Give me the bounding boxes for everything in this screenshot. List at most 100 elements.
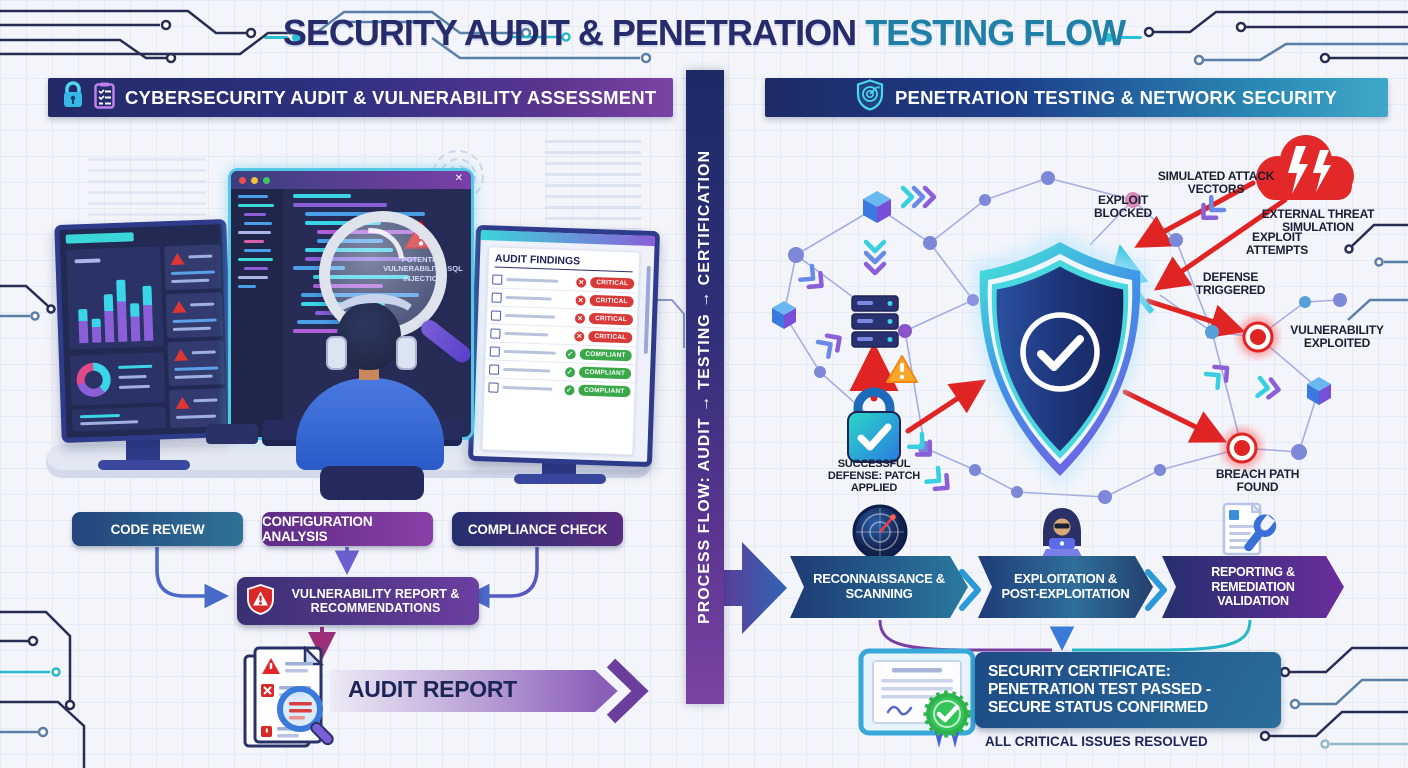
step-label: CONFIGURATION ANALYSIS (262, 514, 373, 544)
findings-titlebar (480, 230, 655, 247)
circuit-decoration-bottom-left (0, 610, 86, 768)
finding-status-badge: CRITICAL (589, 294, 634, 308)
page-title: SECURITY AUDIT & PENETRATION TESTING FLO… (0, 12, 1408, 54)
code-sidebar (231, 189, 283, 437)
patched-lock-icon (847, 387, 901, 463)
headphone-cup-icon (396, 336, 417, 370)
process-band-arrow (724, 542, 787, 634)
server-stack-icon (851, 295, 899, 348)
certificate-icon (858, 648, 976, 757)
warning-triangle-icon (886, 355, 918, 383)
alert-card (164, 244, 222, 291)
critical-dot-icon: ✕ (574, 330, 585, 342)
left-flow-arrows (155, 547, 539, 660)
circuit-decoration-left-mid (0, 284, 56, 321)
attack-arrows (849, 180, 1288, 443)
process-flow-label: PROCESS FLOW: AUDIT → TESTING → CERTIFIC… (696, 149, 713, 625)
monitor-base (98, 460, 190, 470)
list-panel (71, 406, 167, 432)
left-section-header-label: CYBERSECURITY AUDIT & VULNERABILITY ASSE… (125, 86, 657, 108)
title-accent-dash-left (264, 36, 288, 39)
callout-exploit-blocked: EXPLOIT BLOCKED (1094, 193, 1152, 221)
left-section-header: CYBERSECURITY AUDIT & VULNERABILITY ASSE… (48, 78, 673, 117)
vulnerability-report-label: VULNERABILITY REPORT & RECOMMENDATIONS (291, 586, 460, 615)
dashboard-titlebar (65, 232, 134, 244)
certificate-headline: SECURITY CERTIFICATE: PENETRATION TEST P… (988, 662, 1211, 717)
central-shield-icon (971, 230, 1149, 488)
audit-report-label: AUDIT REPORT (348, 676, 517, 702)
findings-monitor: AUDIT FINDINGS ✕CRITICAL ✕CRITICAL ✕CRIT… (467, 224, 661, 468)
title-accent-dot-left (292, 33, 301, 42)
step-label: CODE REVIEW (110, 521, 205, 537)
cube-icon (772, 301, 796, 329)
vulnerability-node (1238, 317, 1278, 357)
audit-findings-title: AUDIT FINDINGS (494, 252, 634, 273)
process-flow-band: PROCESS FLOW: AUDIT → TESTING → CERTIFIC… (686, 70, 724, 704)
flow-chevrons (798, 185, 1281, 492)
callout-exploit-attempts: EXPLOIT ATTEMPTS (1245, 230, 1309, 258)
title-accent-dot-right (1104, 33, 1113, 42)
compliant-dot-icon: ✓ (564, 366, 575, 377)
shield-target-icon (855, 79, 885, 116)
callout-defense-triggered: DEFENSE TRIGGERED (1195, 270, 1266, 298)
monitor-stand (126, 438, 160, 462)
phase-exploitation: EXPLOITATION & POST-EXPLOITATION (978, 556, 1153, 618)
compliant-dot-icon: ✓ (565, 348, 576, 359)
vulnerability-report-box: VULNERABILITY REPORT & RECOMMENDATIONS (237, 577, 479, 625)
red-shield-warning-icon (247, 583, 274, 618)
finding-status-badge: CRITICAL (588, 312, 634, 326)
phase-reconnaissance: RECONNAISSANCE & SCANNING (790, 556, 968, 618)
phase-reporting: REPORTING & REMEDIATION VALIDATION (1162, 556, 1344, 618)
callout-successful-defense: SUCCESSFUL DEFENSE: PATCH APPLIED (827, 458, 921, 495)
certificate-note: ALL CRITICAL ISSUES RESOLVED (985, 734, 1208, 749)
circuit-decoration-right-mid (1344, 223, 1408, 321)
phase-label: RECONNAISSANCE & SCANNING (813, 571, 945, 601)
audit-findings-card: AUDIT FINDINGS ✕CRITICAL ✕CRITICAL ✕CRIT… (481, 246, 641, 456)
step-configuration-analysis: CONFIGURATION ANALYSIS (262, 512, 433, 546)
callout-vulnerability-exploited: VULNERABILITY EXPLOITED (1290, 323, 1384, 351)
right-section-header: PENETRATION TESTING & NETWORK SECURITY (765, 78, 1388, 117)
circuit-decoration-top-right (1143, 10, 1408, 66)
headphones-band-icon (331, 294, 419, 343)
critical-dot-icon: ✕ (576, 276, 587, 288)
alert-card (169, 388, 227, 429)
critical-dot-icon: ✕ (574, 312, 586, 324)
dashboard-monitor (54, 219, 234, 443)
scrollbar[interactable] (643, 265, 651, 354)
callout-external-threat-simulation: EXTERNAL THREAT SIMULATION (1261, 207, 1375, 235)
page-title-accent: TESTING FLOW (856, 12, 1126, 53)
step-compliance-check: COMPLIANCE CHECK (452, 512, 623, 546)
alert-card (167, 340, 225, 387)
finding-status-badge: COMPLIANT (579, 348, 632, 362)
critical-dot-icon: ✕ (575, 294, 586, 306)
close-icon[interactable]: ✕ (454, 173, 463, 184)
bar-chart-panel (66, 246, 164, 350)
monitor-base (514, 474, 606, 484)
step-code-review: CODE REVIEW (72, 512, 243, 546)
ghost-document (88, 158, 206, 220)
circuit-decoration-top-left (0, 9, 652, 64)
right-section-header-label: PENETRATION TESTING & NETWORK SECURITY (895, 86, 1338, 108)
callout-simulated-attack-vectors: SIMULATED ATTACK VECTORS (1157, 169, 1275, 197)
security-certificate-box: SECURITY CERTIFICATE: PENETRATION TEST P… (975, 652, 1281, 728)
window-maximize-dot[interactable] (263, 177, 270, 184)
cube-icon (863, 191, 891, 223)
radar-icon (852, 504, 908, 565)
finding-status-badge: CRITICAL (588, 330, 633, 344)
page-title-primary: SECURITY AUDIT & PENETRATION (282, 12, 857, 53)
audit-report-doc-icon (243, 644, 339, 757)
window-minimize-dot[interactable] (251, 177, 258, 184)
window-close-dot[interactable] (239, 177, 246, 184)
alert-card (165, 292, 224, 339)
monitor-stand (542, 460, 576, 478)
phase-label: EXPLOITATION & POST-EXPLOITATION (1001, 571, 1130, 601)
audit-report-band (330, 658, 649, 724)
lock-icon (62, 81, 84, 114)
finding-status-badge: COMPLIANT (577, 384, 631, 398)
analyst-body (296, 378, 444, 470)
report-wrench-icon (1216, 501, 1278, 565)
checklist-icon (94, 82, 115, 114)
callout-breach-path-found: BREACH PATH FOUND (1215, 467, 1300, 495)
